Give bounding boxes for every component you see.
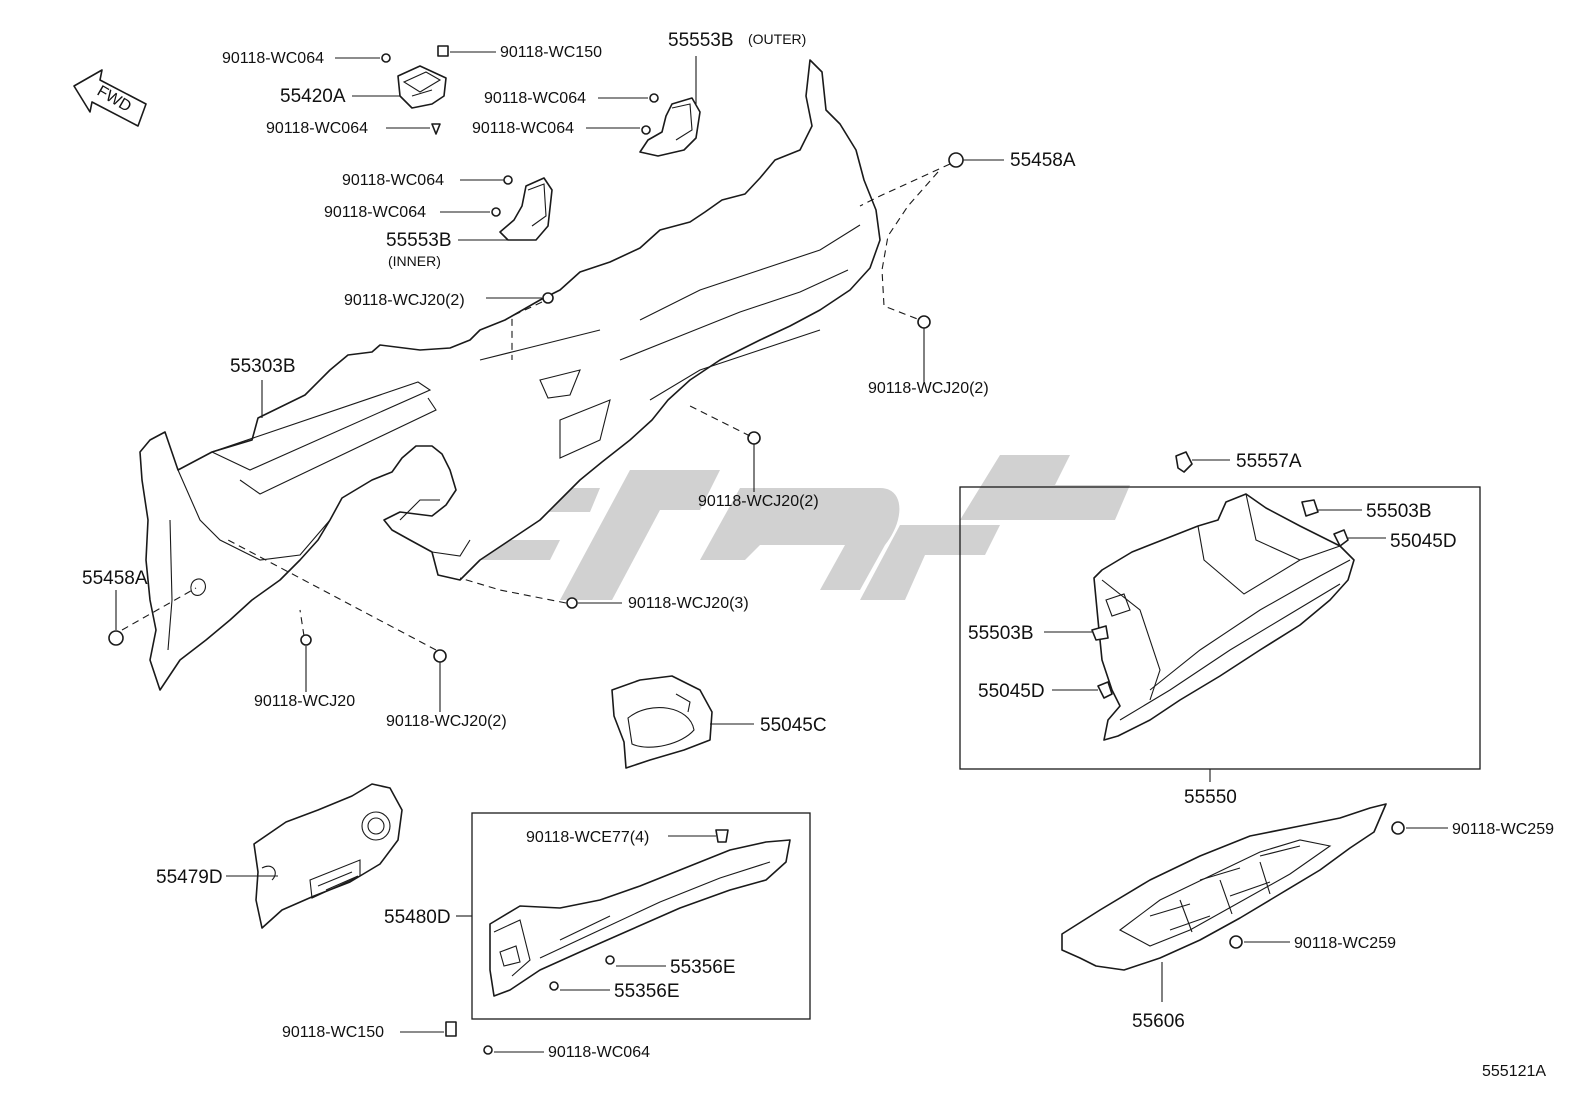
bracket-55553b-inner — [499, 177, 553, 241]
screw-icon — [549, 981, 559, 991]
label-55606: 55606 — [1132, 1011, 1185, 1032]
label-90118-wce77-4: 90118-WCE77(4) — [526, 829, 649, 846]
label-55356e-a: 55356E — [670, 957, 736, 978]
bumper-55503b-lower — [1091, 625, 1109, 641]
label-90118-wc064-a: 90118-WC064 — [222, 50, 324, 67]
label-55503b-b: 55503B — [968, 623, 1034, 644]
label-55458a-b: 55458A — [82, 568, 148, 589]
label-55356e-b: 55356E — [614, 981, 680, 1002]
stopper-55557a — [1175, 451, 1193, 473]
label-90118-wcj20: 90118-WCJ20 — [254, 693, 355, 710]
glove-box-assembly-frame — [959, 486, 1481, 770]
label-55503b-a: 55503B — [1366, 501, 1432, 522]
label-90118-wcj20-2-a: 90118-WCJ20(2) — [344, 292, 465, 309]
label-90118-wc064-d: 90118-WC064 — [472, 120, 574, 137]
bracket-55553b-outer — [639, 97, 701, 157]
screw-icon — [566, 597, 578, 609]
screw-icon — [433, 649, 447, 663]
label-55553b-outer: 55553B — [668, 30, 734, 51]
clip-icon — [437, 45, 449, 57]
label-90118-wcj20-2-b: 90118-WCJ20(2) — [868, 380, 989, 397]
label-outer: (OUTER) — [748, 31, 806, 47]
screw-icon — [381, 53, 391, 63]
screw-icon — [747, 431, 761, 445]
under-cover-55606 — [1061, 803, 1387, 971]
label-55303b: 55303B — [230, 356, 296, 377]
label-55420a: 55420A — [280, 86, 346, 107]
label-90118-wc064-g: 90118-WC064 — [548, 1044, 650, 1061]
assembly-lines — [121, 163, 951, 651]
bracket-55420a — [397, 65, 447, 109]
label-55553b-inner: 55553B — [386, 230, 452, 251]
lower-panel-55480d — [489, 839, 791, 997]
clip-icon — [1391, 821, 1405, 835]
label-55045c: 55045C — [760, 715, 827, 736]
clip-icon — [715, 829, 729, 843]
screw-icon — [491, 207, 501, 217]
clip-icon — [1229, 935, 1243, 949]
clip-icon — [445, 1021, 457, 1037]
label-55045d-b: 55045D — [978, 681, 1045, 702]
label-55458a-a: 55458A — [1010, 150, 1076, 171]
screw-icon — [605, 955, 615, 965]
label-55480d: 55480D — [384, 907, 451, 928]
label-90118-wc064-e: 90118-WC064 — [342, 172, 444, 189]
screw-icon — [649, 93, 659, 103]
label-55479d: 55479D — [156, 867, 223, 888]
screw-icon — [542, 292, 554, 304]
leader-lines — [115, 51, 1448, 1053]
label-90118-wcj20-2-d: 90118-WCJ20(2) — [386, 713, 507, 730]
label-90118-wc259-a: 90118-WC259 — [1452, 821, 1554, 838]
dashboard-reinforcement-55303b — [139, 59, 881, 691]
screw-icon — [641, 125, 651, 135]
label-90118-wc259-b: 90118-WC259 — [1294, 935, 1396, 952]
fasteners — [108, 45, 1405, 1055]
label-inner: (INNER) — [388, 253, 441, 269]
label-90118-wcj20-2-c: 90118-WCJ20(2) — [698, 493, 819, 510]
figure-code: 555121A — [1482, 1063, 1546, 1080]
label-55550: 55550 — [1184, 787, 1237, 808]
screw-icon — [503, 175, 513, 185]
label-55045d-a: 55045D — [1390, 531, 1457, 552]
label-90118-wc064-b: 90118-WC064 — [266, 120, 368, 137]
part-labels: 90118-WC064 90118-WC150 55420A 90118-WC0… — [82, 30, 1554, 1080]
bumper-55503b-upper — [1301, 499, 1319, 517]
fwd-arrow-icon: FWD — [73, 69, 147, 127]
cover-55045c — [611, 675, 713, 769]
screw-55045d-upper — [1333, 529, 1349, 547]
label-90118-wc064-c: 90118-WC064 — [484, 90, 586, 107]
label-90118-wcj20-3: 90118-WCJ20(3) — [628, 595, 749, 612]
label-90118-wc150-b: 90118-WC150 — [282, 1024, 384, 1041]
grommet-icon — [948, 152, 964, 168]
screw-icon — [917, 315, 931, 329]
label-55557a: 55557A — [1236, 451, 1302, 472]
screw-icon — [483, 1045, 493, 1055]
screw-55045d-lower — [1097, 681, 1113, 699]
screw-icon — [300, 634, 312, 646]
lower-panel-55479d — [253, 783, 403, 929]
screw-icon — [431, 123, 441, 135]
label-90118-wc150-a: 90118-WC150 — [500, 44, 602, 61]
glove-box-55550 — [1093, 493, 1355, 741]
grommet-icon — [108, 630, 124, 646]
label-90118-wc064-f: 90118-WC064 — [324, 204, 426, 221]
